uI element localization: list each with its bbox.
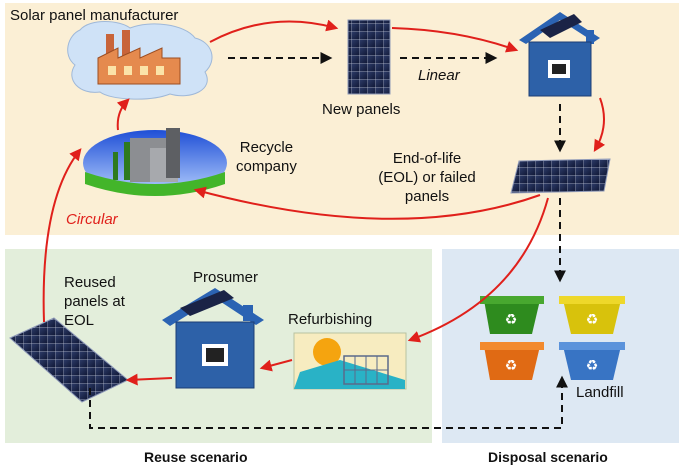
arrow-reused-to-landfill bbox=[89, 375, 568, 429]
svg-text:♻: ♻ bbox=[505, 358, 518, 374]
reuse-scenario-label: Reuse scenario bbox=[144, 449, 248, 465]
house-icon bbox=[162, 288, 264, 389]
arrow-house-to-eol-red bbox=[593, 97, 606, 153]
factory-icon bbox=[67, 21, 213, 100]
recycle-plant-icon bbox=[83, 128, 227, 196]
circular-label: Circular bbox=[66, 211, 118, 228]
disposal-scenario-label: Disposal scenario bbox=[488, 449, 608, 465]
arrow-factory-to-panels bbox=[209, 19, 339, 43]
arrow-eol-to-recycle bbox=[193, 186, 541, 220]
svg-text:♻: ♻ bbox=[505, 312, 518, 328]
linear-label: Linear bbox=[418, 67, 460, 84]
manufacturer-label: Solar panel manufacturer bbox=[10, 7, 179, 24]
circular-flow-arrows bbox=[42, 19, 606, 386]
arrow-recycle-to-factory bbox=[116, 98, 130, 131]
eol-panels-label: End-of-life (EOL) or failed panels bbox=[378, 150, 476, 205]
linear-flow-arrows bbox=[89, 52, 568, 429]
arrow-panels-to-house-red bbox=[391, 27, 519, 53]
landfill-label: Landfill bbox=[576, 384, 624, 401]
refurbishing-label: Refurbishing bbox=[288, 311, 373, 328]
arrow-refurbishing-to-prosumer bbox=[259, 359, 293, 372]
reused-panels-label: Reused panels at EOL bbox=[64, 274, 125, 329]
new-panels-label: New panels bbox=[322, 101, 401, 118]
house-icon bbox=[519, 12, 600, 97]
refurbishing-icon bbox=[293, 332, 407, 390]
recycle-company-label: Recycle company bbox=[236, 139, 297, 175]
solar-panel-icon bbox=[347, 19, 391, 95]
recycling-bins-icon: ♻ ♻ ♻ ♻ bbox=[480, 296, 625, 380]
svg-text:♻: ♻ bbox=[586, 312, 599, 328]
arrow-eol-to-refurbishing bbox=[407, 197, 549, 343]
arrow-prosumer-to-reused bbox=[125, 373, 173, 386]
arrow-reused-to-factory bbox=[42, 148, 82, 323]
svg-text:♻: ♻ bbox=[586, 358, 599, 374]
prosumer-label: Prosumer bbox=[193, 269, 259, 286]
solar-panel-icon bbox=[510, 158, 611, 194]
